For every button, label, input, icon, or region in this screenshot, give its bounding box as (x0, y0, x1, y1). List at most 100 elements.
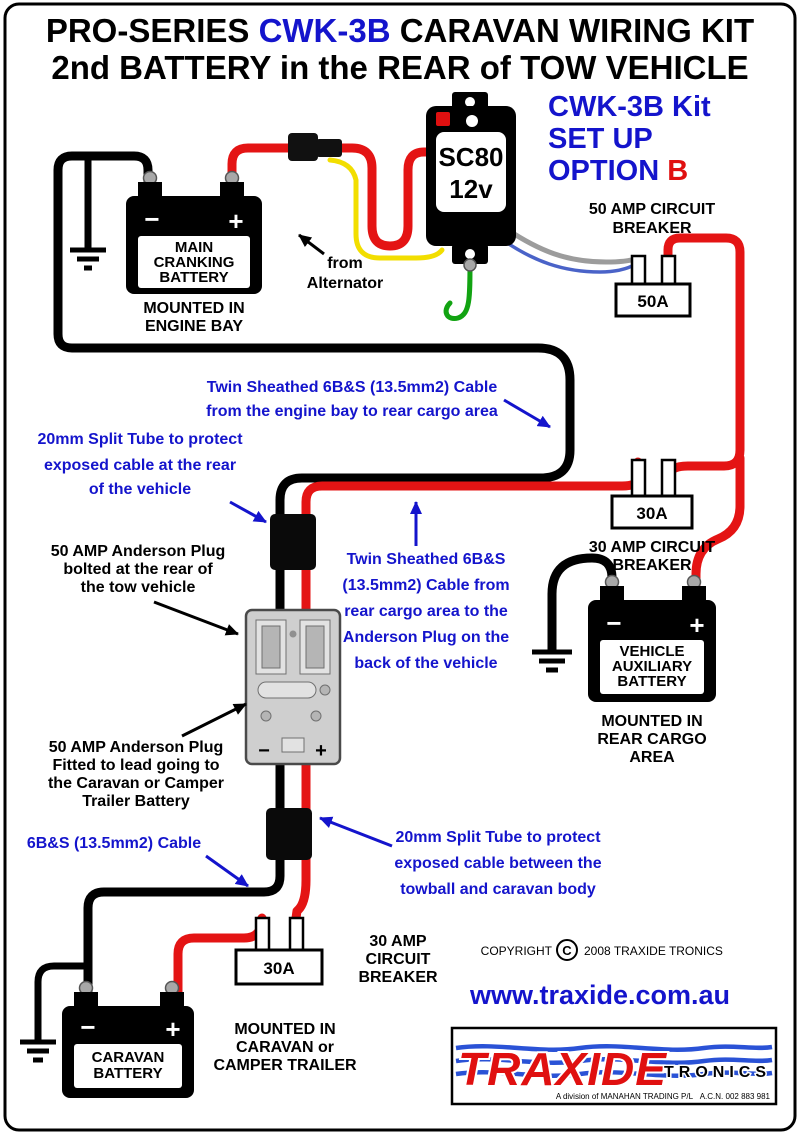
copyright-owner: 2008 TRAXIDE TRONICS (584, 944, 723, 958)
breaker30caravan-body (234, 948, 324, 986)
copyright-icon (556, 939, 578, 961)
page-title-line1: PRO-SERIES CWK-3B CARAVAN WIRING KIT (46, 12, 754, 49)
traxide-logo: TRAXIDE TRONICS A division of MANAHAN TR… (450, 1026, 778, 1106)
aux-battery-label-2: AUXILIARY (612, 658, 692, 675)
wire-black-engine-to-rear (53, 151, 575, 627)
wire-black-aux-ground (547, 553, 617, 655)
kit-option-word: OPTION (548, 155, 667, 187)
anderson-plug-minus-sign: − (258, 740, 270, 762)
anderson-plug-plus-sign: + (315, 740, 327, 762)
main-battery-label-1: MAIN (175, 239, 213, 256)
breaker30rear-value: 30A (636, 504, 667, 523)
logo-wave-middle (455, 1057, 773, 1065)
anderson-plug-handle-slot (257, 681, 317, 699)
sc80-bottom-hole (465, 249, 475, 259)
main-battery-minus-sign: − (144, 204, 159, 234)
wire-black-anderson-to-caravan (83, 755, 285, 1001)
kit-setup: SET UP (548, 123, 653, 155)
anderson-plug-bolt-left (260, 710, 272, 722)
ground-symbol-caravan (20, 1039, 56, 1063)
aux-battery-mounted-3: AREA (629, 749, 675, 766)
breaker30caravan-mounted-3: CAMPER TRAILER (213, 1057, 357, 1074)
sc80-model-text: SC80 (438, 142, 503, 172)
sc80-voltage-text: 12v (449, 174, 493, 204)
main-battery-mounted-2: ENGINE BAY (145, 318, 243, 335)
kit-option-letter: B (667, 155, 688, 187)
note-cable-6bs: 6B&S (13.5mm2) Cable (27, 835, 201, 852)
alternator-label-1: from (327, 255, 363, 272)
anderson-plug-keyway (281, 737, 305, 753)
wire-caravan-ground-branch (34, 962, 92, 1044)
circuit-breaker-50a: 50 AMP CIRCUIT BREAKER 50A (589, 201, 715, 318)
breaker30caravan-post-left (254, 916, 271, 954)
anderson-plug-pin-hole (289, 630, 297, 638)
breaker30caravan-title-1: 30 AMP (369, 933, 427, 950)
copyright-word: COPYRIGHT (481, 944, 553, 958)
breaker30rear-title-2: BREAKER (612, 557, 692, 574)
caravan-battery-label-1: CARAVAN (92, 1049, 165, 1066)
sc80-upper-hole (466, 115, 478, 127)
caravan-battery: − + CARAVAN BATTERY (62, 980, 194, 1098)
caravan-battery-post-pos (160, 992, 184, 1008)
anderson-plug-contact-right (305, 625, 325, 669)
note-anderson-bolted-1: 50 AMP Anderson Plug (51, 543, 226, 560)
note-split-rear-line3: of the vehicle (89, 481, 191, 498)
main-battery-plus-sign: + (228, 206, 243, 236)
note-twin2-line2: (13.5mm2) Cable from (342, 577, 509, 594)
note-anderson-fitted-3: the Caravan or Camper (48, 775, 224, 792)
copyright-line: COPYRIGHT C 2008 TRAXIDE TRONICS (481, 939, 723, 961)
note-split-towball-1: 20mm Split Tube to protect (395, 829, 601, 846)
anderson-plug-contact-left (261, 625, 281, 669)
main-battery-label-3: BATTERY (159, 269, 228, 286)
wire-red-aux-battery-branch (691, 453, 745, 609)
breaker30caravan-title-3: BREAKER (358, 969, 438, 986)
sc80-label-panel (436, 132, 506, 212)
page-title-line2: 2nd BATTERY in the REAR of TOW VEHICLE (51, 49, 748, 86)
main-battery-label-panel (138, 236, 250, 288)
inline-connector (288, 133, 342, 161)
kit-option: OPTION B (548, 155, 688, 187)
aux-battery-label-3: BATTERY (617, 673, 686, 690)
breaker30rear-post-right (660, 458, 677, 502)
logo-brand-secondary: TRONICS (664, 1064, 771, 1081)
split-tube-towball (266, 808, 312, 860)
note-twin2-line5: back of the vehicle (354, 655, 497, 672)
logo-wave-top (455, 1044, 773, 1052)
anderson-plug: − + (244, 608, 342, 766)
twin1-arrow (503, 398, 551, 429)
title-caravan-wiring-kit: CARAVAN WIRING KIT (391, 12, 755, 49)
aux-battery-mounted-2: REAR CARGO (597, 731, 706, 748)
split-towball-arrow (319, 816, 393, 848)
note-anderson-fitted-1: 50 AMP Anderson Plug (49, 739, 224, 756)
aux-battery-label-1: VEHICLE (619, 643, 684, 660)
aux-battery-post-neg (600, 586, 624, 602)
breaker50-value: 50A (637, 292, 668, 311)
main-battery-post-neg (138, 182, 162, 200)
wire-red-50a-to-rear (663, 233, 745, 503)
sc80-bottom-nut (463, 258, 477, 272)
anderson-plug-bolt-mid (319, 684, 331, 696)
ground-symbol-rear-cargo (532, 649, 572, 673)
note-twin1-line2: from the engine bay to rear cargo area (206, 403, 498, 420)
wire-blue-sc80-to-breaker (498, 236, 638, 274)
breaker30rear-post-left (630, 458, 647, 502)
connector-body-small (316, 139, 342, 157)
note-anderson-fitted-4: Trailer Battery (82, 793, 190, 810)
connector-body-large (288, 133, 318, 161)
title-pro-series: PRO-SERIES (46, 12, 259, 49)
main-battery-mounted-1: MOUNTED IN (143, 300, 244, 317)
split-rear-arrow (229, 500, 267, 524)
caravan-battery-label-2: BATTERY (93, 1065, 162, 1082)
note-split-towball-2: exposed cable between the (394, 855, 601, 872)
alternator-arrow (298, 233, 325, 256)
caravan-battery-label-panel (74, 1044, 182, 1088)
breaker30caravan-mounted-1: MOUNTED IN (234, 1021, 335, 1038)
ground-symbol-engine-bay (70, 247, 106, 271)
caravan-battery-plus-sign: + (165, 1014, 180, 1044)
anderson-fitted-arrow (181, 702, 247, 738)
note-split-towball-3: towball and caravan body (400, 881, 596, 898)
logo-frame (450, 1026, 778, 1106)
wire-green-sc80-ground (443, 259, 473, 322)
cable-6bs-arrow (205, 854, 249, 888)
